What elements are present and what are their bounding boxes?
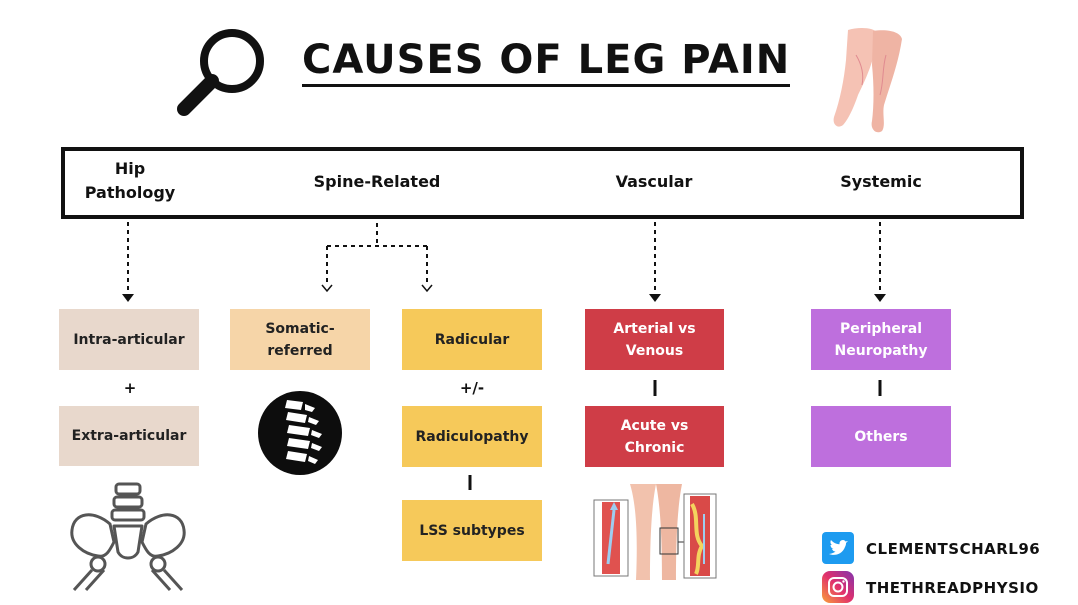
blood-vessel-illustration (593, 484, 717, 580)
legs-illustration (833, 28, 902, 133)
category-spine-related: Spine-Related (313, 172, 441, 191)
others-box: Others (811, 406, 951, 467)
magnifying-glass-icon (177, 29, 264, 116)
page-title: CAUSES OF LEG PAIN (302, 36, 791, 87)
category-vascular: Vascular (615, 172, 693, 191)
pelvis-icon (70, 482, 186, 592)
twitter-handle: CLEMENTSCHARL96 (866, 540, 1041, 558)
lss-subtypes-box: LSS subtypes (402, 500, 542, 561)
twitter-icon (822, 532, 854, 564)
plus-minus-operator: +/- (459, 379, 485, 397)
peripheral-neuropathy-box: Peripheral Neuropathy (811, 309, 951, 370)
spine-vertebrae-icon (258, 391, 342, 475)
acute-vs-chronic-box: Acute vs Chronic (585, 406, 724, 467)
radiculopathy-box: Radiculopathy (402, 406, 542, 467)
categories-box (61, 147, 1024, 219)
plus-operator: + (123, 379, 137, 397)
category-hip-pathology: Hip Pathology (84, 159, 176, 202)
category-systemic: Systemic (840, 172, 922, 191)
radicular-box: Radicular (402, 309, 542, 370)
somatic-referred-box: Somatic-referred (230, 309, 370, 370)
instagram-handle: THETHREADPHYSIO (866, 579, 1039, 597)
instagram-icon (822, 571, 854, 603)
intra-articular-box: Intra-articular (59, 309, 199, 370)
arterial-vs-venous-box: Arterial vs Venous (585, 309, 724, 370)
extra-articular-box: Extra-articular (59, 406, 199, 466)
